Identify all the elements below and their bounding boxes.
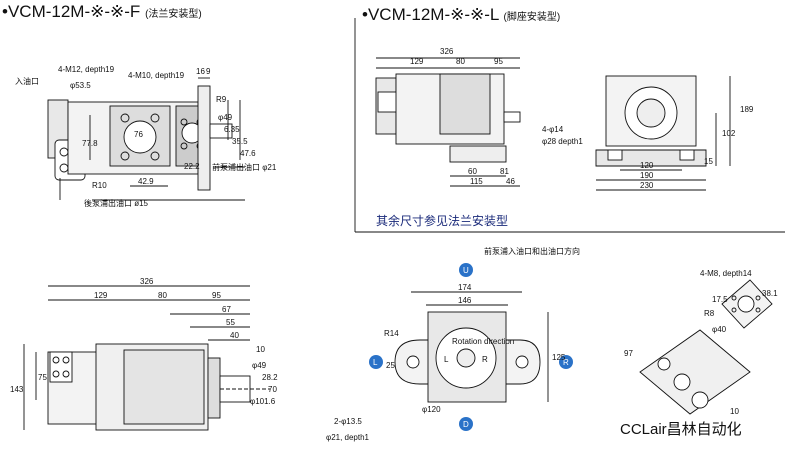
label-phi49a: φ49	[218, 113, 233, 122]
label-foot-326: 326	[440, 47, 454, 56]
label-inlet: 入油口	[15, 76, 39, 86]
label-foot-230: 230	[640, 181, 654, 190]
foot-side-view	[375, 73, 521, 163]
label-front-io: 前泵浦入油口和出油口方向	[484, 246, 580, 256]
label-foot-60: 60	[468, 167, 477, 176]
label-222: 22.2	[184, 162, 200, 171]
label-m13phi: 2-φ13.5	[334, 417, 362, 426]
label-foot-102: 102	[722, 129, 736, 138]
left-arrow-icon	[369, 355, 383, 369]
label-r175: 17.5	[712, 295, 728, 304]
label-foot-4phi14: 4-φ14	[542, 125, 564, 134]
flange-title-sub: (法兰安装型)	[145, 9, 202, 20]
port-detail	[721, 279, 773, 329]
label-lr-r: R	[482, 355, 488, 364]
label-foot-120: 120	[640, 161, 654, 170]
label-429: 42.9	[138, 177, 154, 186]
label-l-arrow: L	[373, 358, 378, 367]
label-76: 76	[134, 130, 143, 139]
label-b326: 326	[140, 277, 154, 286]
label-9: 9	[206, 67, 211, 76]
label-r9: R9	[216, 95, 227, 104]
label-b95: 95	[212, 291, 221, 300]
bottom-iso-view	[639, 329, 751, 415]
label-b40: 40	[230, 331, 239, 340]
label-b55: 55	[226, 318, 235, 327]
label-b80: 80	[158, 291, 167, 300]
label-r-arrow: R	[563, 358, 569, 367]
label-front-out: 前泵浦出油口 φ21	[212, 162, 277, 172]
right-arrow-icon	[559, 355, 573, 369]
foot-title: •VCM-12M-※-※-L (脚座安装型)	[362, 5, 560, 25]
bottom-side-view	[47, 343, 270, 431]
label-m146: 146	[458, 296, 472, 305]
label-b282: 28.2	[262, 373, 278, 382]
label-d-arrow: D	[463, 420, 469, 429]
label-m8: 4-M8, depth14	[700, 269, 752, 278]
label-foot-129: 129	[410, 57, 424, 66]
label-m125: 125	[552, 353, 566, 362]
label-foot-15: 15	[704, 157, 713, 166]
label-foot-46: 46	[506, 177, 515, 186]
label-b67: 67	[222, 305, 231, 314]
foot-title-sub: (脚座安装型)	[503, 12, 561, 23]
see-flange-note: 其余尺寸参见法兰安装型	[376, 214, 509, 228]
flange-title-main: •VCM-12M-※-※-F	[2, 2, 141, 21]
label-778: 77.8	[82, 139, 98, 148]
label-foot-80: 80	[456, 57, 465, 66]
direction-arrows	[369, 263, 573, 431]
label-m25: 25	[386, 361, 395, 370]
label-b10: 10	[256, 345, 265, 354]
flange-side-view	[47, 85, 233, 191]
label-m12: 4-M12, depth19	[58, 65, 115, 74]
label-r14: R14	[384, 329, 399, 338]
label-r97: 97	[624, 349, 633, 358]
label-bphi1016: φ101.6	[250, 397, 276, 406]
label-foot-95: 95	[494, 57, 503, 66]
label-r8: R8	[704, 309, 715, 318]
label-r10b: 10	[730, 407, 739, 416]
label-phi535: φ53.5	[70, 81, 91, 90]
watermark: CCLair昌林自动化	[620, 421, 742, 438]
label-mphi120: φ120	[422, 405, 441, 414]
label-rear-out: 後泵浦出油口 ø15	[84, 198, 149, 208]
flange-title: •VCM-12M-※-※-F (法兰安装型)	[2, 2, 202, 22]
label-rphi40: φ40	[712, 325, 727, 334]
label-foot-81: 81	[500, 167, 509, 176]
label-rotation: Rotation direction	[452, 337, 514, 346]
foot-title-main: •VCM-12M-※-※-L	[362, 5, 499, 24]
label-b143: 143	[10, 385, 24, 394]
label-foot-phi28: φ28 depth1	[542, 137, 583, 146]
label-355: 35.5	[232, 137, 248, 146]
label-foot-190: 190	[640, 171, 654, 180]
foot-front-view	[595, 75, 707, 167]
label-b70: 70	[268, 385, 277, 394]
label-b129: 129	[94, 291, 108, 300]
up-arrow-icon	[459, 263, 473, 277]
label-r381: 38.1	[762, 289, 778, 298]
down-arrow-icon	[459, 417, 473, 431]
label-635: 6.35	[224, 125, 240, 134]
label-m174: 174	[458, 283, 472, 292]
label-m10: 4-M10, depth19	[128, 71, 185, 80]
bottom-front-view	[394, 311, 541, 403]
label-bphi49: φ49	[252, 361, 267, 370]
label-lr-l: L	[444, 355, 449, 364]
label-mphi21: φ21, depth1	[326, 433, 370, 442]
label-16: 16	[196, 67, 205, 76]
label-r10: R10	[92, 181, 107, 190]
label-foot-115: 115	[470, 177, 483, 186]
label-u: U	[463, 266, 469, 275]
label-b75: 75	[38, 373, 47, 382]
label-foot-189: 189	[740, 105, 754, 114]
label-476: 47.6	[240, 149, 256, 158]
